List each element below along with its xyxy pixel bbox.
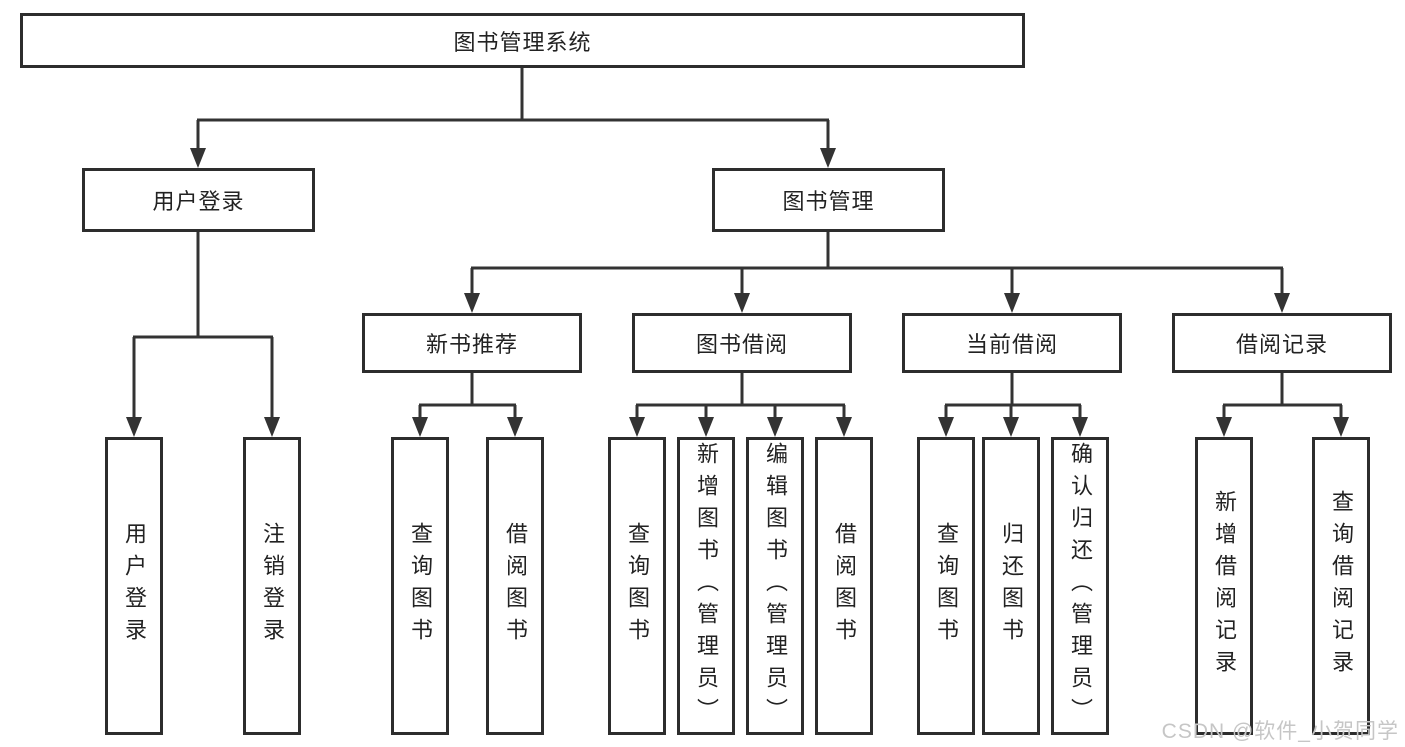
leaf-current-return-books: 归还图书 <box>982 437 1040 735</box>
leaf-borrow-edit-books-admin: 编辑图书（管理员） <box>746 437 804 735</box>
node-book-management: 图书管理 <box>712 168 945 232</box>
leaf-records-add: 新增借阅记录 <box>1195 437 1253 735</box>
leaf-borrow-query-books: 查询图书 <box>608 437 666 735</box>
leaf-user-login: 用户登录 <box>105 437 163 735</box>
leaf-logout: 注销登录 <box>243 437 301 735</box>
leaf-recommend-query-books: 查询图书 <box>391 437 449 735</box>
leaf-records-query: 查询借阅记录 <box>1312 437 1370 735</box>
node-book-borrow: 图书借阅 <box>632 313 852 373</box>
leaf-borrow-borrow-books: 借阅图书 <box>815 437 873 735</box>
leaf-borrow-add-books-admin: 新增图书（管理员） <box>677 437 735 735</box>
node-root: 图书管理系统 <box>20 13 1025 68</box>
node-user-login: 用户登录 <box>82 168 315 232</box>
watermark: CSDN @软件_小贺同学 <box>1161 720 1399 743</box>
node-borrow-records: 借阅记录 <box>1172 313 1392 373</box>
node-new-book-recommend: 新书推荐 <box>362 313 582 373</box>
leaf-recommend-borrow-books: 借阅图书 <box>486 437 544 735</box>
leaf-current-query-books: 查询图书 <box>917 437 975 735</box>
node-current-borrow: 当前借阅 <box>902 313 1122 373</box>
leaf-current-confirm-return-admin: 确认归还（管理员） <box>1051 437 1109 735</box>
